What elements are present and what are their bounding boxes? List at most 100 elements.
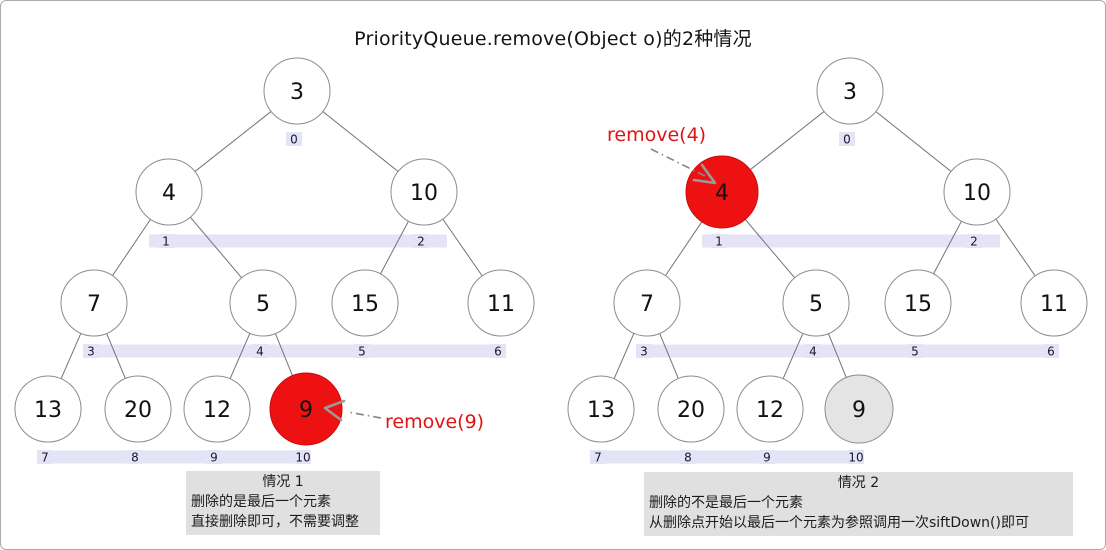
node-index-label: 9 (210, 451, 218, 465)
case1-caption-line: 直接删除即可，不需要调整 (191, 514, 359, 530)
case1-caption-line: 删除的是最后一个元素 (191, 494, 331, 510)
node-value: 20 (124, 398, 152, 423)
node-value: 10 (963, 181, 991, 206)
node-index-label: 10 (848, 451, 863, 465)
case1-caption-box: 情况 1 删除的是最后一个元素 直接删除即可，不需要调整 (186, 471, 380, 535)
tree-edge (322, 111, 399, 172)
tree-node-3 (816, 57, 884, 125)
index-label-box (680, 450, 696, 464)
node-index-label: 7 (594, 451, 602, 465)
node-value: 11 (1040, 292, 1068, 317)
tree-node-11 (467, 269, 535, 337)
index-label-box (966, 234, 982, 248)
node-index-label: 9 (763, 451, 771, 465)
index-label-box (805, 344, 821, 358)
node-value: 7 (640, 292, 654, 317)
node-value: 13 (587, 398, 615, 423)
node-index-label: 3 (640, 345, 648, 359)
annotation-arrowhead-icon (323, 399, 346, 422)
tree-edge (194, 111, 272, 172)
tree-node-9 (824, 374, 894, 444)
node-index-label: 2 (417, 235, 425, 249)
case2-caption-line: 删除的不是最后一个元素 (649, 495, 803, 511)
tree-node-20 (104, 375, 172, 443)
index-label-box (206, 450, 222, 464)
tree-node-11 (1020, 269, 1088, 337)
node-value: 4 (162, 181, 176, 206)
tree-edge (60, 333, 82, 379)
tree-node-5 (229, 269, 297, 337)
node-value: 12 (203, 398, 231, 423)
index-label-box (83, 344, 99, 358)
tree-edge (613, 333, 635, 379)
node-index-label: 1 (715, 235, 723, 249)
tree-node-10 (943, 158, 1011, 226)
tree-node-13 (567, 375, 635, 443)
index-band (590, 450, 849, 464)
index-label-box (252, 344, 268, 358)
diagram-title: PriorityQueue.remove(Object o)的2种情况 (354, 28, 752, 50)
node-index-label: 8 (131, 451, 139, 465)
tree-edge (749, 111, 825, 171)
remove-annotation-label: remove(9) (385, 411, 484, 433)
tree-node-20 (657, 375, 725, 443)
tree-edge (933, 220, 962, 275)
tree-node-12 (183, 375, 251, 443)
node-value: 12 (756, 398, 784, 423)
tree-edge (229, 333, 251, 379)
case2-caption-line: 从删除点开始以最后一个元素为参照调用一次siftDown()即可 (649, 515, 1029, 531)
tree-edge (875, 111, 952, 172)
node-value: 20 (677, 398, 705, 423)
node-index-label: 5 (911, 345, 919, 359)
annotation-arrow-line (347, 411, 382, 419)
index-label-box (907, 344, 923, 358)
index-label-box (848, 450, 864, 464)
node-index-label: 6 (494, 345, 502, 359)
node-index-label: 6 (1047, 345, 1055, 359)
case2-caption-heading: 情况 2 (837, 475, 880, 491)
node-index-label: 4 (256, 345, 264, 359)
node-index-label: 3 (87, 345, 95, 359)
node-value: 11 (487, 292, 515, 317)
index-label-box (127, 450, 143, 464)
node-index-label: 10 (295, 451, 310, 465)
index-label-box (413, 234, 429, 248)
tree-edge (827, 333, 847, 378)
index-label-box (286, 132, 302, 146)
node-value: 9 (299, 398, 313, 423)
index-label-box (711, 234, 727, 248)
node-index-label: 7 (41, 451, 49, 465)
tree-node-13 (14, 375, 82, 443)
node-value: 15 (904, 292, 932, 317)
node-index-label: 1 (162, 235, 170, 249)
tree-node-4 (685, 155, 759, 229)
tree-node-15 (331, 269, 399, 337)
node-value: 10 (410, 181, 438, 206)
node-index-label: 0 (843, 133, 851, 147)
index-label-box (759, 450, 775, 464)
node-index-label: 2 (970, 235, 978, 249)
index-band (149, 234, 447, 248)
tree-node-3 (263, 57, 331, 125)
tree-node-10 (390, 158, 458, 226)
index-label-box (354, 344, 370, 358)
case2-caption-box: 情况 2 删除的不是最后一个元素 从删除点开始以最后一个元素为参照调用一次sif… (644, 472, 1073, 536)
node-value: 4 (715, 181, 729, 206)
tree-edge (782, 333, 804, 379)
tree-edge (995, 218, 1036, 277)
node-index-label: 4 (809, 345, 817, 359)
tree-node-7 (613, 269, 681, 337)
node-value: 7 (87, 292, 101, 317)
tree-node-4 (135, 158, 203, 226)
node-value: 3 (843, 80, 857, 105)
index-label-box (158, 234, 174, 248)
tree-edge (106, 333, 126, 379)
node-value: 15 (351, 292, 379, 317)
tree-edge (665, 221, 703, 276)
index-label-box (1043, 344, 1059, 358)
remove-annotation-label: remove(4) (607, 124, 706, 146)
node-value: 9 (852, 398, 866, 423)
node-value: 13 (34, 398, 62, 423)
